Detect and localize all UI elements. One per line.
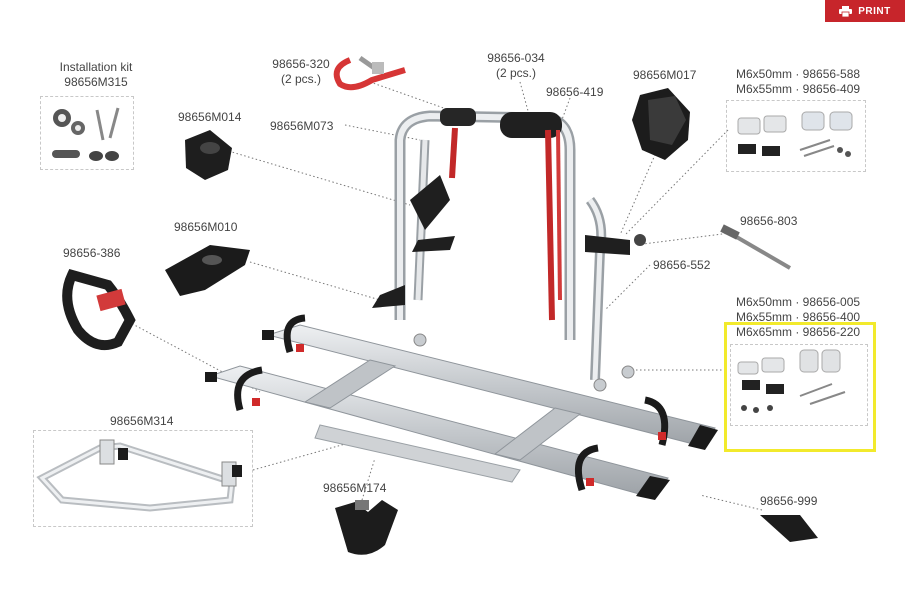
label-98656M314[interactable]: 98656M314 — [110, 414, 174, 428]
label-98656-320[interactable]: 98656-320 — [272, 57, 330, 71]
label-98656M010[interactable]: 98656M010 — [174, 220, 238, 234]
rails — [205, 324, 718, 500]
installation-kit-code: 98656M315 — [64, 75, 128, 89]
label-98656M174[interactable]: 98656M174 — [323, 481, 387, 495]
part-98656M014 — [185, 130, 232, 180]
label-screws-set-2-line-1[interactable]: M6x50mm · 98656-005 — [736, 295, 861, 309]
carrier-frame — [372, 108, 646, 392]
frame-98656M314-box — [33, 430, 253, 527]
part-98656M017 — [632, 88, 690, 160]
screws-set-2-items — [737, 349, 846, 413]
selection-highlight — [724, 322, 876, 452]
label-98656-034[interactable]: 98656-034 — [487, 51, 545, 65]
part-98656-320-hook — [333, 55, 406, 91]
screws-set-1-items — [737, 111, 853, 157]
part-98656-999 — [760, 515, 818, 542]
part-98656M010 — [165, 245, 250, 296]
label-98656-419[interactable]: 98656-419 — [546, 85, 604, 99]
label-98656-034-qty: (2 pcs.) — [495, 66, 536, 80]
installation-kit-box — [40, 96, 134, 170]
strap-red-tags — [252, 344, 666, 486]
label-98656M014[interactable]: 98656M014 — [178, 110, 242, 124]
label-98656-552[interactable]: 98656-552 — [653, 258, 711, 272]
screws-set-1-box — [726, 100, 866, 172]
print-button[interactable]: PRINT — [825, 0, 905, 22]
print-label: PRINT — [858, 5, 891, 17]
label-98656-803[interactable]: 98656-803 — [740, 214, 798, 228]
part-98656M174 — [335, 500, 398, 555]
label-98656M073[interactable]: 98656M073 — [270, 119, 334, 133]
part-98656-803 — [720, 224, 792, 270]
label-98656M017[interactable]: 98656M017 — [633, 68, 697, 82]
label-98656-320-qty: (2 pcs.) — [280, 72, 321, 86]
label-screws-set-1-line-1[interactable]: M6x50mm · 98656-588 — [736, 67, 861, 81]
installation-kit-items — [52, 107, 120, 161]
part-98656-386 — [62, 269, 136, 350]
part-98656M314 — [36, 439, 242, 512]
screws-set-2-box — [730, 344, 868, 426]
installation-kit-title: Installation kit — [59, 60, 133, 74]
printer-icon — [839, 5, 853, 17]
label-screws-set-2-line-2[interactable]: M6x55mm · 98656-400 — [736, 310, 861, 324]
label-98656-999[interactable]: 98656-999 — [760, 494, 818, 508]
label-screws-set-2-line-3[interactable]: M6x65mm · 98656-220 — [736, 325, 861, 339]
label-98656-386[interactable]: 98656-386 — [63, 246, 121, 260]
label-screws-set-1-line-2[interactable]: M6x55mm · 98656-409 — [736, 82, 861, 96]
